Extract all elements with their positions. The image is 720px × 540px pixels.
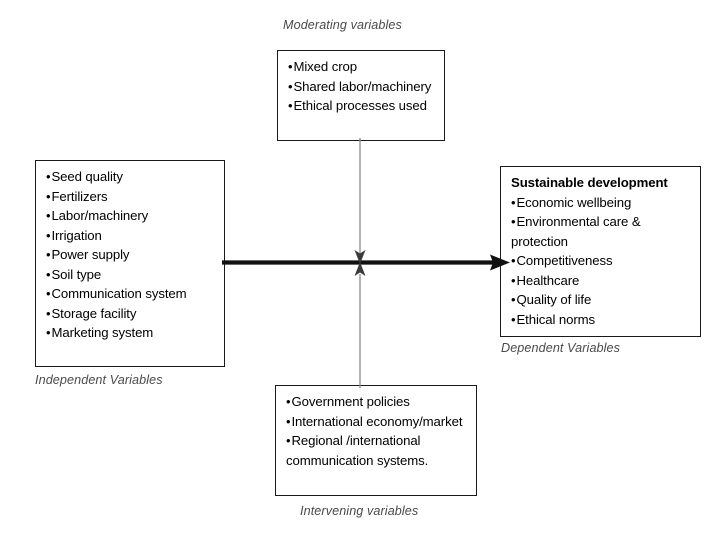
list-item: •Power supply [46,245,216,265]
list-item: •Competitiveness [511,251,692,271]
list-item-label: Healthcare [516,272,580,288]
list-item-label: Fertilizers [51,188,108,204]
list-item-label: Environmental care & protection [511,214,641,249]
intervening-list: •Government policies •International econ… [286,392,468,470]
list-item-label: Storage facility [51,305,137,321]
list-item: •Soil type [46,265,216,285]
bullet-glyph: • [511,253,516,268]
list-item: •Irrigation [46,226,216,246]
list-item: •Shared labor/machinery [288,77,436,97]
bullet-glyph: • [46,286,51,301]
list-item: •Seed quality [46,167,216,187]
list-item: •Regional /international communication s… [286,431,468,470]
list-item: •Ethical norms [511,310,692,330]
bullet-glyph: • [46,247,51,262]
bullet-glyph: • [286,413,291,429]
bullet-glyph: • [46,266,51,282]
box-intervening-variables[interactable]: •Government policies •International econ… [275,385,477,496]
bullet-glyph: • [46,227,51,243]
list-item: •Storage facility [46,304,216,324]
moderating-to-main-arrow-icon [354,138,366,264]
list-item: •Environmental care & protection [511,212,692,251]
list-item-label: Marketing system [51,325,154,340]
box-independent-variables[interactable]: •Seed quality •Fertilizers •Labor/machin… [35,160,225,367]
list-item-label: Communication system [51,286,187,301]
bullet-glyph: • [288,78,293,94]
bullet-glyph: • [46,325,51,340]
box-moderating-variables[interactable]: •Mixed crop •Shared labor/machinery •Eth… [277,50,445,141]
bullet-glyph: • [511,272,516,288]
list-item: •Fertilizers [46,187,216,207]
list-item-label: Power supply [51,247,130,262]
list-item-label: Quality of life [516,292,592,307]
bullet-glyph: • [46,188,51,204]
list-item-label: Competitiveness [516,253,613,268]
bullet-glyph: • [511,311,516,327]
list-item: •Communication system [46,284,216,304]
list-item-label: Ethical norms [516,311,596,327]
list-item-label: Ethical processes used [293,98,427,113]
list-item: •Quality of life [511,290,692,310]
list-item-label: Mixed crop [293,59,357,74]
caption-dependent-variables: Dependent Variables [501,341,621,355]
list-item: •Marketing system [46,323,216,343]
caption-independent-variables: Independent Variables [35,373,163,387]
list-item: •Mixed crop [288,57,436,77]
list-item-label: Soil type [51,266,102,282]
list-item: •Labor/machinery [46,206,216,226]
list-item-label: International economy/market [291,413,463,429]
list-item: •Healthcare [511,271,692,291]
bullet-glyph: • [46,305,51,321]
caption-intervening-variables: Intervening variables [300,504,419,518]
bullet-glyph: • [511,292,516,307]
caption-moderating-variables: Moderating variables [283,18,402,32]
list-item: •Ethical processes used [288,96,436,116]
intervening-to-main-arrow-icon [354,262,366,388]
list-item-label: Seed quality [51,169,123,184]
list-item: •International economy/market [286,412,468,432]
list-item-label: Regional /international communication sy… [286,433,429,468]
list-item: •Economic wellbeing [511,193,692,213]
moderating-list: •Mixed crop •Shared labor/machinery •Eth… [288,57,436,116]
bullet-glyph: • [46,169,51,184]
bullet-glyph: • [511,214,516,229]
list-item-label: Labor/machinery [51,208,149,223]
bullet-glyph: • [286,433,291,448]
dependent-box-header: Sustainable development [511,175,668,190]
list-item-label: Economic wellbeing [516,194,632,210]
bullet-glyph: • [288,98,293,113]
box-dependent-variables[interactable]: Sustainable development •Economic wellbe… [500,166,701,337]
bullet-glyph: • [288,59,293,74]
independent-list: •Seed quality •Fertilizers •Labor/machin… [46,167,216,343]
dependent-list: •Economic wellbeing •Environmental care … [511,193,692,330]
bullet-glyph: • [511,194,516,210]
bullet-glyph: • [46,208,51,223]
list-item: •Government policies [286,392,468,412]
independent-to-dependent-arrow-icon [222,254,510,271]
bullet-glyph: • [286,394,291,409]
list-item-label: Irrigation [51,227,102,243]
list-item-label: Shared labor/machinery [293,78,432,94]
list-item-label: Government policies [291,394,410,409]
